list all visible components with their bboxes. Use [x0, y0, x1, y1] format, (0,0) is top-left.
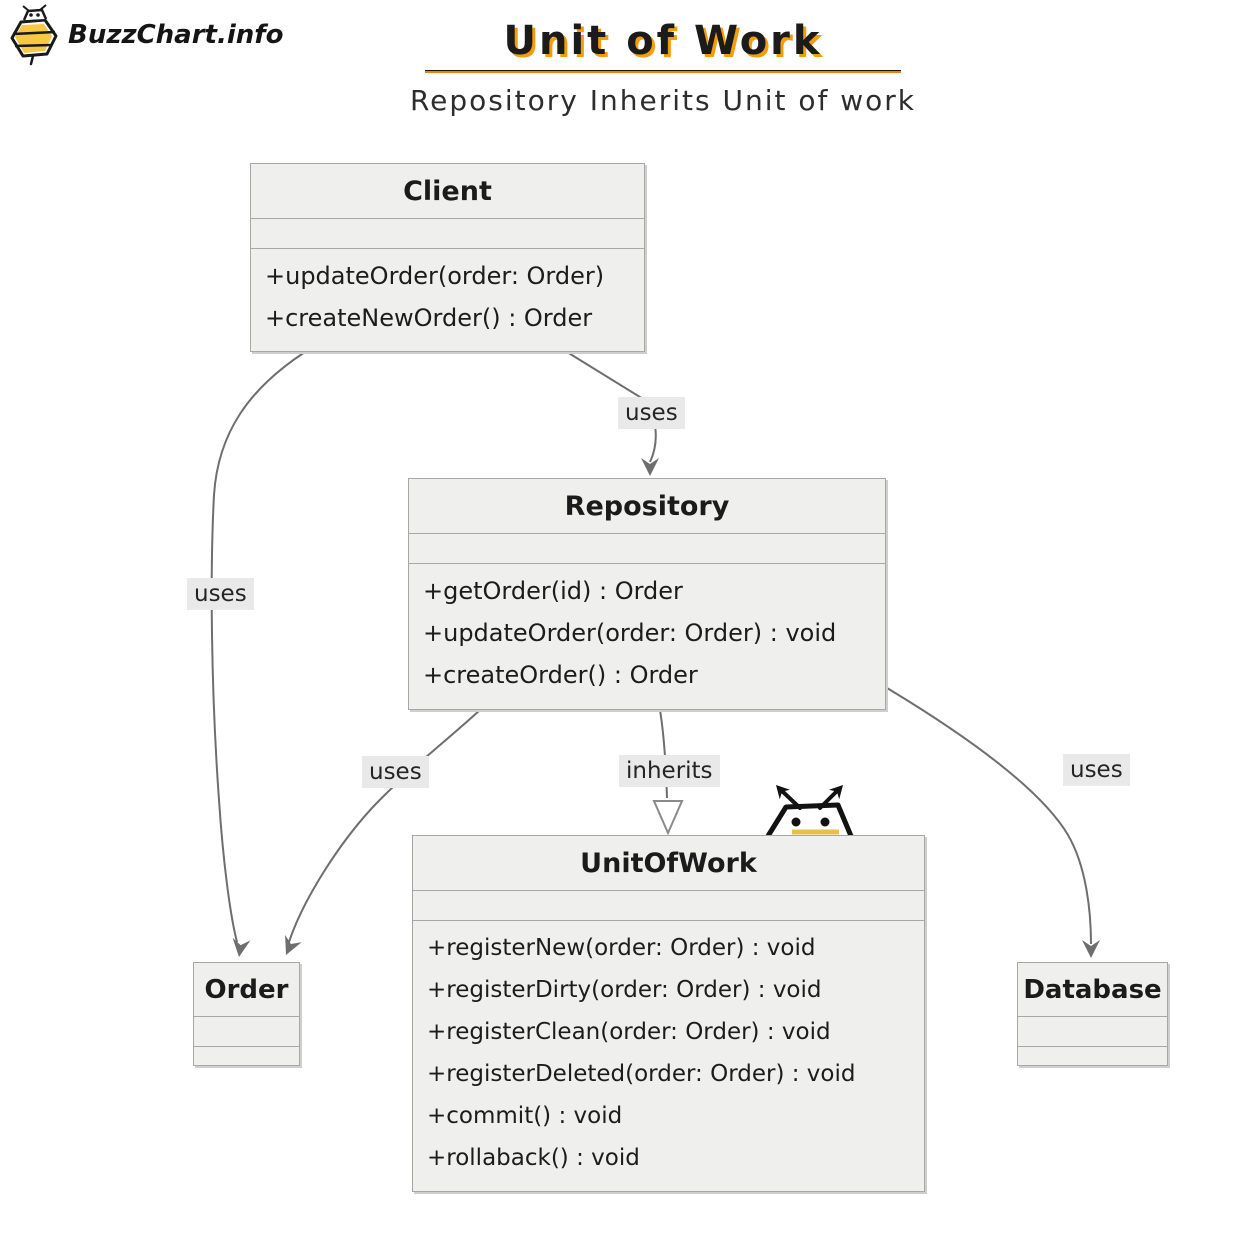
edge-repository-order-line — [288, 709, 481, 943]
attributes-compartment — [251, 219, 644, 249]
class-name: Order — [194, 963, 299, 1017]
class-name: Repository — [409, 479, 885, 534]
class-name: UnitOfWork — [413, 836, 924, 891]
method-line: +registerClean(order: Order) : void — [427, 1019, 831, 1045]
edge-repository-unitofwork-line — [659, 709, 668, 799]
bee-right-eye — [820, 817, 830, 827]
arrowhead-into-database — [1082, 940, 1100, 958]
bee-logo-icon — [10, 4, 58, 66]
method-line: +updateOrder(order: Order) — [265, 262, 605, 290]
edge-label-uses-repository-order: uses — [362, 756, 429, 788]
inheritance-triangle — [652, 800, 684, 836]
bee-right-antenna-tip — [829, 785, 843, 800]
class-box-repository: Repository +getOrder(id) : Order +update… — [408, 478, 886, 710]
method-line: +rollaback() : void — [427, 1145, 640, 1171]
edge-label-uses-repository-database: uses — [1063, 754, 1130, 786]
logo-text: BuzzChart.info — [68, 20, 284, 50]
method-line: +registerDeleted(order: Order) : void — [427, 1061, 856, 1087]
attributes-compartment — [413, 891, 924, 921]
bee-left-eye — [791, 817, 801, 827]
methods-compartment — [194, 1047, 299, 1053]
edge-client-order-line — [210, 351, 306, 943]
class-name: Client — [251, 164, 644, 219]
bee-mascot — [765, 785, 854, 838]
method-line: +registerNew(order: Order) : void — [427, 935, 816, 961]
class-name: Database — [1018, 963, 1167, 1017]
arrowhead-repository-into-order — [285, 934, 302, 955]
methods-compartment: +updateOrder(order: Order) +createNewOrd… — [251, 249, 644, 339]
class-box-database: Database — [1017, 962, 1168, 1066]
class-box-order: Order — [193, 962, 300, 1066]
arrowhead-into-repository — [641, 458, 659, 476]
page-title: Unit of Work — [503, 18, 823, 64]
buzzchart-logo[interactable]: BuzzChart.info — [6, 4, 283, 66]
edge-repository-database-line — [886, 687, 1092, 945]
methods-compartment — [1018, 1047, 1167, 1053]
arrowhead-client-into-order — [232, 937, 251, 957]
method-line: +registerDirty(order: Order) : void — [427, 977, 822, 1003]
edge-label-uses-client-order: uses — [187, 578, 254, 610]
title-underline — [425, 70, 901, 73]
attributes-compartment — [409, 534, 885, 564]
method-line: +createNewOrder() : Order — [265, 304, 593, 332]
method-line: +commit() : void — [427, 1103, 623, 1129]
edge-label-inherits: inherits — [619, 755, 720, 787]
page-subtitle: Repository Inherits Unit of work — [409, 84, 917, 117]
method-line: +updateOrder(order: Order) : void — [423, 619, 837, 647]
attributes-compartment — [1018, 1017, 1167, 1047]
class-box-unitofwork: UnitOfWork +registerNew(order: Order) : … — [412, 835, 925, 1192]
methods-compartment: +registerNew(order: Order) : void +regis… — [413, 921, 924, 1179]
method-line: +createOrder() : Order — [423, 661, 698, 689]
arrowheads — [232, 458, 1100, 958]
edge-label-uses-client-repository: uses — [618, 397, 685, 429]
methods-compartment: +getOrder(id) : Order +updateOrder(order… — [409, 564, 885, 696]
class-box-client: Client +updateOrder(order: Order) +creat… — [250, 163, 645, 352]
bee-left-antenna-tip — [776, 785, 790, 800]
method-line: +getOrder(id) : Order — [423, 577, 683, 605]
attributes-compartment — [194, 1017, 299, 1047]
